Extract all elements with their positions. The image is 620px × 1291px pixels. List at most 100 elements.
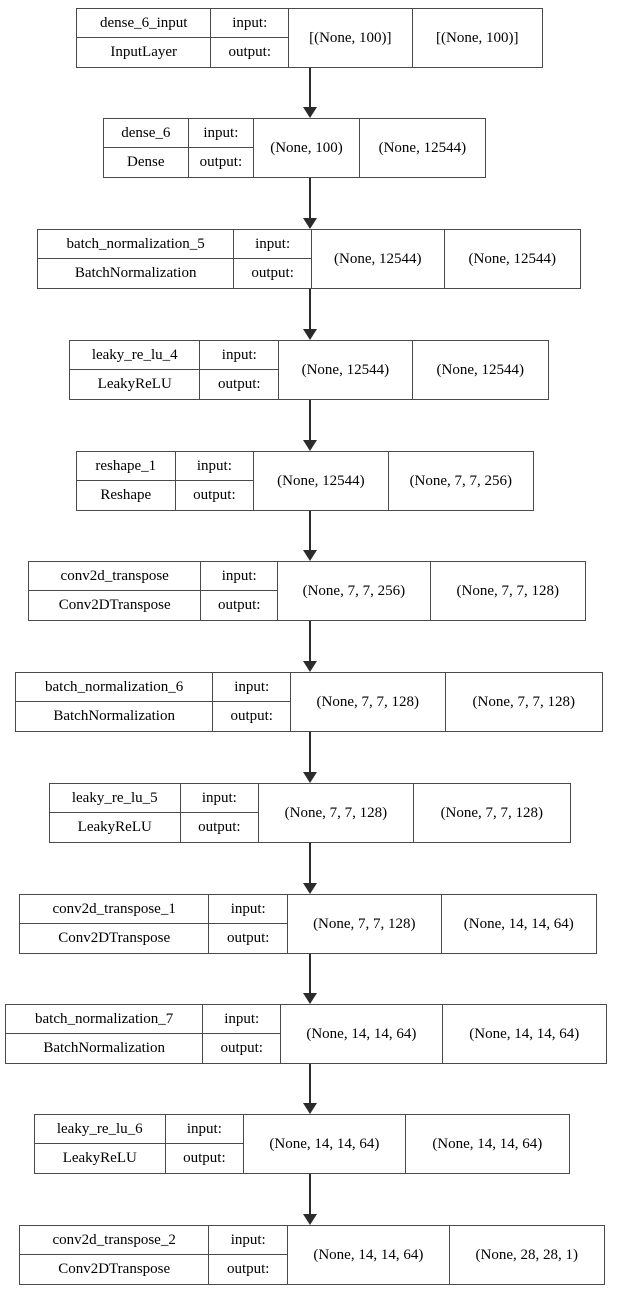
layer-name: conv2d_transpose: [29, 562, 201, 591]
output-shape-value: (None, 12544): [436, 361, 525, 378]
io-label-column: input: output:: [203, 1005, 282, 1063]
output-shape-column: (None, 7, 7, 128): [431, 562, 585, 620]
output-shape-value: (None, 7, 7, 128): [456, 582, 559, 599]
io-label-column: input:output:: [211, 9, 290, 67]
input-shape-value: (None, 7, 7, 128): [316, 693, 420, 710]
input-label: input:: [188, 119, 254, 148]
layer-name: conv2d_transpose_1: [20, 895, 209, 924]
io-label-column: input:output:: [175, 452, 255, 510]
layer-class: Conv2DTranspose: [58, 930, 171, 946]
output-label: output:: [220, 1040, 263, 1056]
input-shape-value: (None, 12544): [277, 472, 365, 489]
input-shape-value: (None, 14, 14, 64): [269, 1135, 380, 1152]
output-shape-column: (None, 14, 14, 64): [442, 895, 596, 953]
layer-name: dense_6_input: [77, 9, 211, 38]
input-shape-value: (None, 12544): [301, 361, 390, 378]
output-shape-column: (None, 14, 14, 64): [443, 1005, 606, 1063]
edge-arrowhead: [303, 993, 317, 1004]
input-label: input:: [234, 230, 311, 259]
input-shape-column: (None, 7, 7, 128): [259, 784, 414, 842]
input-label: input:: [200, 341, 279, 370]
layer-class: BatchNormalization: [74, 265, 197, 281]
layer-name: batch_normalization_6: [16, 673, 213, 702]
layer-class: LeakyReLU: [77, 819, 152, 835]
edge-arrowhead: [303, 107, 317, 118]
edge-arrowhead: [303, 772, 317, 783]
input-label: input:: [209, 895, 288, 924]
output-label: output:: [199, 154, 243, 170]
layer-class: BatchNormalization: [53, 708, 175, 724]
edge-batch_normalization_7-to-leaky_re_lu_6: [309, 1064, 311, 1106]
layer-class: LeakyReLU: [97, 376, 172, 392]
layer-class: Dense: [127, 154, 165, 170]
io-label-column: input:output:: [213, 673, 292, 731]
edge-leaky_re_lu_6-to-conv2d_transpose_2: [309, 1174, 311, 1217]
edge-arrowhead: [303, 883, 317, 894]
output-label: output:: [198, 819, 241, 835]
output-shape-column: (None, 7, 7, 128): [446, 673, 602, 731]
input-label: input:: [180, 784, 259, 813]
edge-arrowhead: [303, 1103, 317, 1114]
output-shape-value: (None, 14, 14, 64): [463, 915, 574, 932]
output-shape-column: (None, 12544): [360, 119, 485, 177]
layer-name: dense_6: [104, 119, 188, 148]
output-shape-value: (None, 7, 7, 128): [440, 804, 544, 821]
input-shape-column: (None, 7, 7, 128): [291, 673, 446, 731]
layer-name: batch_normalization_5: [38, 230, 234, 259]
edge-batch_normalization_6-to-leaky_re_lu_5: [309, 732, 311, 775]
input-shape-value: (None, 14, 14, 64): [306, 1025, 417, 1042]
input-shape-column: (None, 12544): [254, 452, 389, 510]
output-shape-value: (None, 12544): [468, 250, 556, 267]
edge-dense_6-to-batch_normalization_5: [309, 178, 311, 221]
input-shape-value: (None, 14, 14, 64): [313, 1246, 424, 1263]
edge-conv2d_transpose_1-to-batch_normalization_7: [309, 954, 311, 996]
input-label: input:: [165, 1115, 244, 1144]
output-label: output:: [226, 930, 270, 946]
edge-conv2d_transpose-to-batch_normalization_6: [309, 621, 311, 664]
output-shape-column: (None, 12544): [445, 230, 581, 288]
edge-leaky_re_lu_5-to-conv2d_transpose_1: [309, 843, 311, 886]
edge-arrowhead: [303, 550, 317, 561]
edge-arrowhead: [303, 440, 317, 451]
edge-reshape_1-to-conv2d_transpose: [309, 511, 311, 553]
io-label-column: input: output:: [180, 784, 260, 842]
input-label: input:: [203, 1005, 281, 1034]
layer-class: Conv2DTranspose: [58, 597, 171, 613]
layer-class: Reshape: [100, 487, 152, 503]
edge-arrowhead: [303, 1214, 317, 1225]
output-shape-value: [(None, 100)]: [436, 29, 519, 46]
input-shape-value: (None, 7, 7, 128): [284, 804, 388, 821]
input-shape-value: (None, 12544): [334, 250, 422, 267]
output-label: output:: [218, 376, 261, 392]
input-shape-column: (None, 12544): [312, 230, 445, 288]
input-shape-value: [(None, 100)]: [309, 29, 392, 46]
output-shape-column: (None, 14, 14, 64): [406, 1115, 569, 1173]
input-shape-value: (None, 7, 7, 128): [313, 915, 416, 932]
output-shape-column: (None, 7, 7, 128): [414, 784, 570, 842]
output-shape-column: (None, 12544): [413, 341, 548, 399]
input-shape-column: [(None, 100)]: [289, 9, 413, 67]
edge-dense_6_input-to-dense_6: [309, 68, 311, 110]
layer-name: conv2d_transpose_2: [20, 1226, 209, 1255]
edge-arrowhead: [303, 329, 317, 340]
output-label: output:: [183, 1150, 226, 1166]
layer-name: leaky_re_lu_4: [70, 341, 200, 370]
